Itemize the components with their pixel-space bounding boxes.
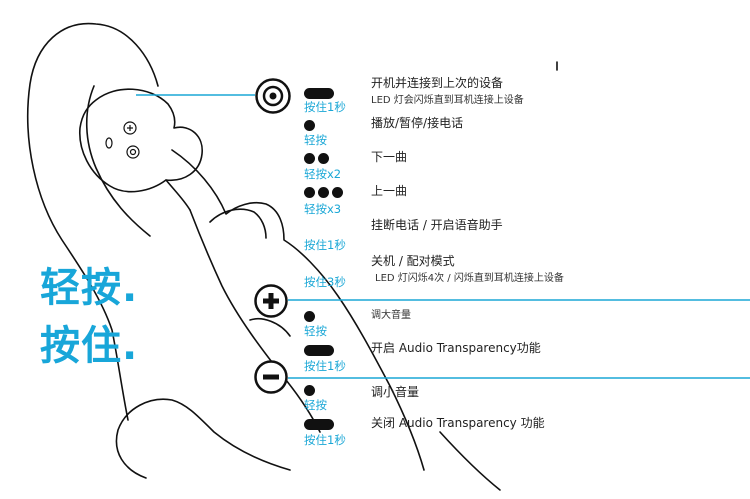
earbud-stem bbox=[165, 179, 191, 211]
tap-big-label: 轻按. bbox=[40, 265, 139, 311]
action-label: 调大音量 bbox=[371, 310, 411, 321]
triple-tap-marker bbox=[304, 187, 343, 198]
action-label: 关闭 Audio Transparency 功能 bbox=[371, 416, 545, 430]
action-label: 调小音量 bbox=[371, 385, 420, 399]
long-press-marker bbox=[304, 345, 334, 356]
action-label: 上一曲 bbox=[371, 184, 408, 198]
gesture-label: 轻按 bbox=[304, 324, 327, 338]
action-label: 播放/暂停/接电话 bbox=[371, 116, 464, 130]
gesture-label: 按住1秒 bbox=[304, 433, 346, 447]
plus-button-icon bbox=[254, 284, 288, 318]
action-label: 关机 / 配对模式 bbox=[371, 254, 455, 268]
action-note: LED 灯会闪烁直到耳机连接上设备 bbox=[371, 95, 524, 106]
long-press-marker bbox=[304, 419, 334, 430]
gesture-label: 轻按 bbox=[304, 398, 327, 412]
gesture-label: 轻按x2 bbox=[304, 167, 342, 181]
gesture-label: 按住1秒 bbox=[304, 359, 346, 373]
gesture-label: 按住1秒 bbox=[304, 100, 346, 114]
hand-outline bbox=[249, 318, 291, 337]
inner-ear-outline bbox=[85, 85, 151, 237]
hand-contour bbox=[439, 431, 501, 491]
action-label: 挂断电话 / 开启语音助手 bbox=[371, 218, 503, 232]
double-tap-marker bbox=[304, 153, 329, 164]
earbud-outline bbox=[79, 88, 203, 193]
ear-outline bbox=[27, 22, 159, 421]
finger-outline-lower bbox=[189, 209, 321, 433]
long-press-marker bbox=[304, 88, 334, 99]
finger-outline bbox=[171, 149, 425, 471]
action-label: 开机并连接到上次的设备 bbox=[371, 76, 504, 90]
fingernail-outline bbox=[209, 208, 267, 239]
action-note: LED 灯闪烁4次 / 闪烁直到耳机连接上设备 bbox=[375, 273, 564, 284]
single-tap-marker bbox=[304, 120, 315, 131]
single-tap-marker bbox=[304, 311, 315, 322]
earlobe-outline bbox=[115, 398, 291, 479]
minus-button-icon bbox=[254, 360, 288, 394]
gesture-label: 按住1秒 bbox=[304, 238, 346, 252]
gesture-label: 按住3秒 bbox=[304, 275, 346, 289]
action-label: 下一曲 bbox=[371, 150, 408, 164]
single-tap-marker bbox=[304, 385, 315, 396]
hold-big-label: 按住. bbox=[40, 323, 139, 369]
center-button-icon bbox=[255, 78, 291, 114]
gesture-label: 轻按 bbox=[304, 133, 327, 147]
gesture-label: 轻按x3 bbox=[304, 202, 342, 216]
action-label: 开启 Audio Transparency功能 bbox=[371, 341, 541, 355]
